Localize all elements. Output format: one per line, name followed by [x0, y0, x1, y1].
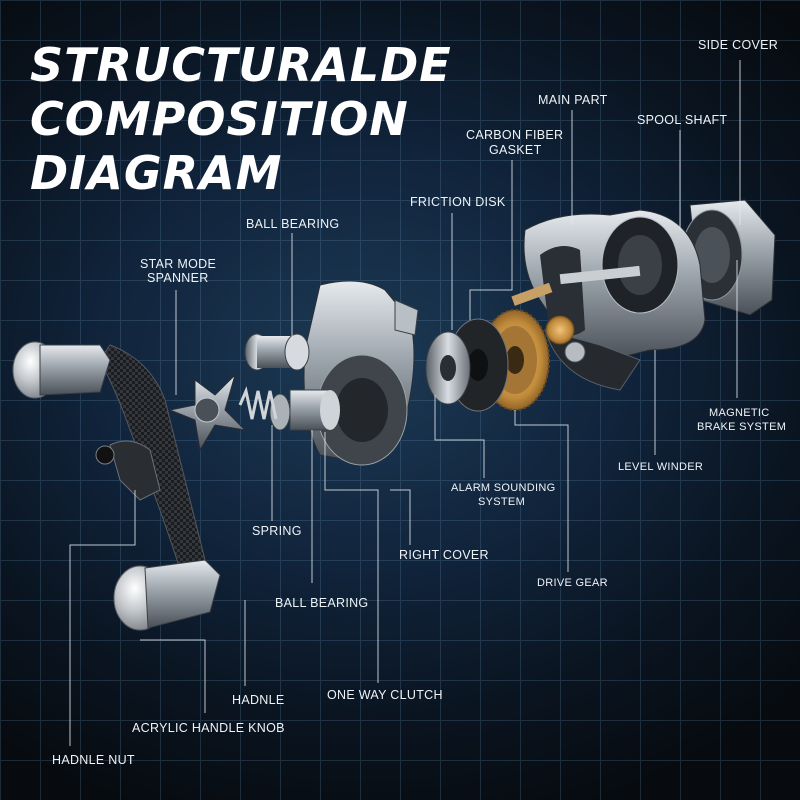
title-line-1: STRUCTURALDE	[30, 38, 452, 92]
label-spool-shaft: SPOOL SHAFT	[637, 113, 728, 127]
leader-acrylic-knob	[140, 639, 206, 713]
label-level-winder: LEVEL WINDER	[618, 461, 704, 473]
ball-bearing-bottom-part	[269, 393, 291, 431]
label-acrylic-handle-knob: ACRYLIC HANDLE KNOB	[132, 721, 285, 735]
leader-alarm-sounding	[434, 395, 485, 478]
label-carbon-fiber-gasket-line2: GASKET	[489, 143, 542, 157]
label-ball-bearing-bottom: BALL BEARING	[275, 596, 369, 610]
label-magnetic-brake-line1: MAGNETIC	[709, 407, 770, 419]
handle-arm-part	[95, 344, 208, 591]
spool-shaft-part	[511, 282, 586, 363]
label-carbon-fiber-gasket-line1: CARBON FIBER	[466, 128, 564, 142]
label-alarm-sounding-line1: ALARM SOUNDING	[451, 482, 556, 494]
label-star-mode-spanner-line1: STAR MODE	[140, 257, 217, 271]
side-cover-part	[681, 199, 776, 316]
label-hadnle: HADNLE	[232, 693, 285, 707]
leader-drive-gear	[514, 410, 569, 572]
title-line-2: COMPOSITION	[30, 92, 409, 146]
label-drive-gear: DRIVE GEAR	[537, 577, 608, 589]
label-star-mode-spanner-line2: SPANNER	[147, 271, 209, 285]
label-hadnle-nut: HADNLE NUT	[52, 753, 135, 767]
leader-hadnle-nut	[69, 490, 136, 746]
leader-carbon-fiber-gasket	[469, 160, 513, 320]
label-main-part: MAIN PART	[538, 93, 608, 107]
label-magnetic-brake-line2: BRAKE SYSTEM	[697, 421, 787, 433]
friction-disk-part	[425, 331, 471, 405]
ball-bearing-top-part	[244, 333, 310, 371]
leader-right-cover	[390, 489, 411, 545]
label-spring: SPRING	[252, 524, 302, 538]
label-ball-bearing-top: BALL BEARING	[246, 217, 340, 231]
leader-one-way-clutch	[324, 432, 379, 683]
acrylic-handle-knob-part	[12, 341, 221, 631]
spring-part	[238, 386, 278, 420]
label-side-cover: SIDE COVER	[698, 38, 779, 52]
star-mode-spanner-part	[168, 373, 247, 452]
label-right-cover: RIGHT COVER	[399, 548, 489, 562]
title-line-3: DIAGRAM	[30, 146, 283, 200]
label-friction-disk: FRICTION DISK	[410, 195, 506, 209]
label-one-way-clutch: ONE WAY CLUTCH	[327, 688, 443, 702]
one-way-clutch-part	[289, 389, 340, 431]
label-alarm-sounding-line2: SYSTEM	[478, 496, 526, 508]
